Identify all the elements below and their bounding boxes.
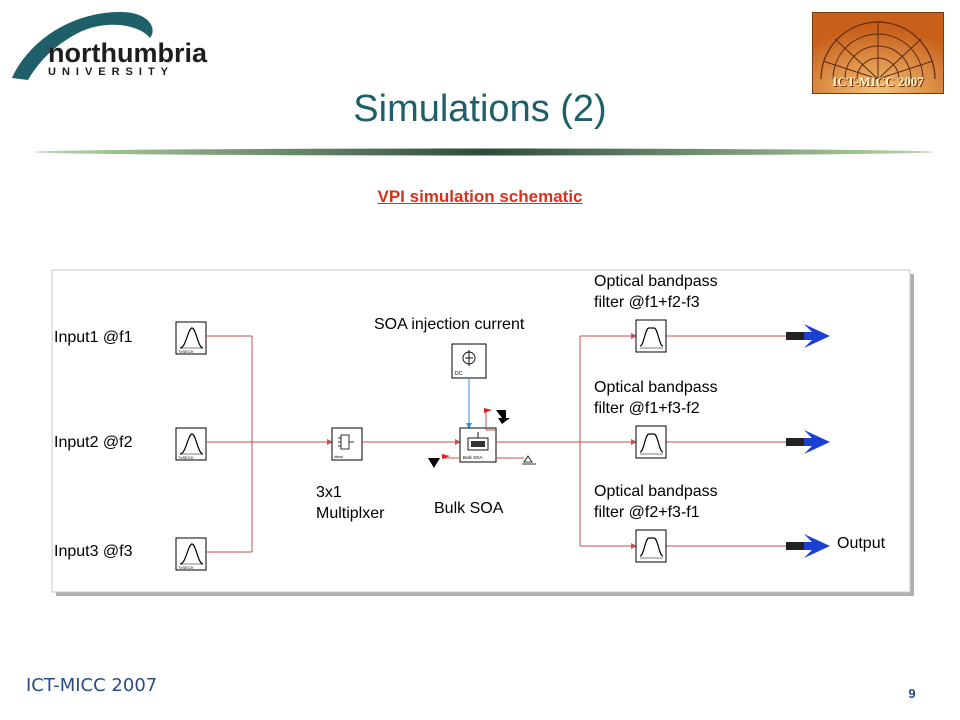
logo-globe-graphic (813, 13, 943, 93)
mux-label-line1: 3x1 (316, 484, 342, 501)
bandpass-filter-1[interactable] (635, 319, 667, 353)
source-block-1-label: TxSECH (178, 349, 194, 354)
source-block-2[interactable]: TxSECH (175, 427, 207, 461)
input-label-2: Input2 @f2 (54, 434, 133, 451)
diagram-subtitle: VPI simulation schematic (377, 187, 583, 206)
filter-2-label-line2: filter @f1+f3-f2 (594, 400, 700, 417)
dc-small-label: DC (455, 371, 463, 377)
slide-title: Simulations (2) (353, 88, 607, 130)
output-wires (496, 333, 786, 549)
bandpass-filter-3[interactable] (635, 529, 667, 563)
mux-small-label: Ideal (334, 454, 343, 459)
soa-aux-bottom (428, 454, 536, 468)
dc-source-block[interactable]: DC (451, 343, 487, 379)
soa-current-label: SOA injection current (374, 316, 525, 333)
filter-1-label-line2: filter @f1+f2-f3 (594, 294, 700, 311)
bulk-soa-block[interactable]: Bulk SOA (459, 427, 497, 463)
bandpass-filter-2[interactable] (635, 425, 667, 459)
logo-conference-text: ICT-MICC 2007 (832, 74, 924, 89)
filter-2-label-line1: Optical bandpass (594, 379, 718, 396)
filter-3-label-line2: filter @f2+f3-f1 (594, 504, 700, 521)
northumbria-logo (12, 11, 153, 81)
logo-subtitle: UNIVERSITY (48, 66, 175, 78)
vpi-schematic: Input1 @f1 Input2 @f2 Input3 @f3 TxSECH … (51, 269, 914, 596)
filter-1-label-line1: Optical bandpass (594, 273, 718, 290)
soa-small-label: Bulk SOA (463, 455, 483, 460)
filter-3-label-line1: Optical bandpass (594, 483, 718, 500)
input-label-3: Input3 @f3 (54, 543, 133, 560)
footer-conference: ICT-MICC 2007 (26, 675, 158, 696)
source-block-3-label: TxSECH (178, 565, 194, 570)
multiplexer-block[interactable]: Ideal (331, 427, 363, 461)
input-wires (206, 335, 333, 553)
mux-label-line2: Multiplxer (316, 505, 385, 522)
title-divider (34, 148, 934, 156)
bulk-soa-label: Bulk SOA (434, 500, 504, 517)
logo-swoosh (12, 11, 153, 81)
source-block-3[interactable]: TxSECH (175, 537, 207, 571)
soa-aux-top (484, 408, 510, 431)
source-block-2-label: TxSECH (178, 455, 194, 460)
source-block-1[interactable]: TxSECH (175, 321, 207, 355)
output-label: Output (837, 535, 886, 552)
page-number: 9 (908, 686, 916, 701)
ict-micc-logo: ICT-MICC 2007 (812, 12, 944, 94)
input-label-1: Input1 @f1 (54, 329, 133, 346)
logo-wordmark: northumbria (48, 38, 207, 68)
